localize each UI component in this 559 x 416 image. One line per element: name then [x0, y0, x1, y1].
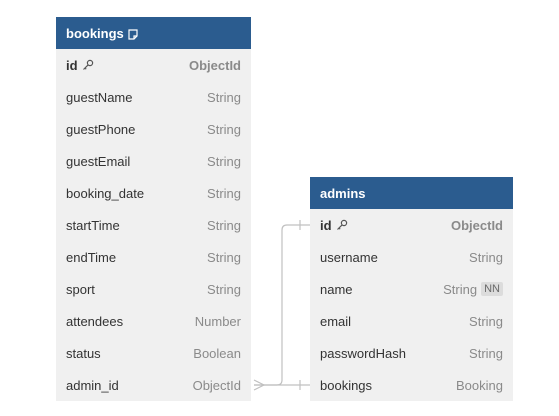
field-name: booking_date [66, 185, 145, 201]
field-name: email [320, 313, 352, 329]
field-type: String [207, 121, 241, 137]
field-type: String [207, 153, 241, 169]
admins-table-title: admins [320, 185, 366, 201]
field-type: Booking [456, 377, 503, 393]
field-type: ObjectId [188, 57, 241, 73]
admins-field-row-id[interactable]: id ObjectId [310, 209, 513, 241]
field-type: String [207, 217, 241, 233]
admins-field-row-passwordHash[interactable]: passwordHash String [310, 337, 513, 369]
relation-line-admin-id[interactable] [254, 224, 310, 386]
bookings-table-title: bookings [66, 25, 124, 41]
field-type: String [469, 249, 503, 265]
field-type: ObjectId [450, 217, 503, 233]
field-type: String [469, 345, 503, 361]
bookings-field-row-guestPhone[interactable]: guestPhone String [56, 113, 251, 145]
key-icon [336, 219, 348, 231]
field-name: name [320, 281, 353, 297]
bookings-field-row-endTime[interactable]: endTime String [56, 241, 251, 273]
bookings-field-row-sport[interactable]: sport String [56, 273, 251, 305]
bookings-field-row-status[interactable]: status Boolean [56, 337, 251, 369]
key-icon [82, 59, 94, 71]
field-name: status [66, 345, 101, 361]
bookings-field-row-guestName[interactable]: guestName String [56, 81, 251, 113]
admins-field-row-email[interactable]: email String [310, 305, 513, 337]
field-name: passwordHash [320, 345, 406, 361]
field-type: String [207, 249, 241, 265]
field-type: String [469, 313, 503, 329]
field-name: guestPhone [66, 121, 136, 137]
not-null-badge: NN [481, 282, 503, 296]
bookings-table[interactable]: bookings id ObjectId guestName String gu… [56, 17, 251, 401]
field-name: endTime [66, 249, 117, 265]
field-name: sport [66, 281, 95, 297]
field-type: String [207, 281, 241, 297]
admins-field-row-name[interactable]: name String NN [310, 273, 513, 305]
field-name: guestName [66, 89, 133, 105]
admins-field-row-username[interactable]: username String [310, 241, 513, 273]
field-name: bookings [320, 377, 373, 393]
admins-table-header[interactable]: admins [310, 177, 513, 209]
bookings-field-row-guestEmail[interactable]: guestEmail String [56, 145, 251, 177]
field-type: String [207, 89, 241, 105]
admins-field-row-bookings[interactable]: bookings Booking [310, 369, 513, 401]
bookings-field-row-id[interactable]: id ObjectId [56, 49, 251, 81]
field-type: String [443, 281, 478, 297]
field-name: startTime [66, 217, 120, 233]
field-name: id [320, 217, 332, 233]
field-name: guestEmail [66, 153, 131, 169]
bookings-field-row-attendees[interactable]: attendees Number [56, 305, 251, 337]
bookings-table-header[interactable]: bookings [56, 17, 251, 49]
field-name: id [66, 57, 78, 73]
note-icon[interactable] [128, 28, 138, 40]
field-type: String [207, 185, 241, 201]
field-type: Boolean [193, 345, 241, 361]
field-name: attendees [66, 313, 124, 329]
crows-foot-marker [253, 379, 266, 391]
admins-table[interactable]: admins id ObjectId username String name … [310, 177, 513, 401]
field-name: username [320, 249, 378, 265]
field-type: ObjectId [192, 377, 241, 393]
field-type: Number [194, 313, 241, 329]
field-name: admin_id [66, 377, 119, 393]
bookings-field-row-startTime[interactable]: startTime String [56, 209, 251, 241]
bookings-field-row-admin_id[interactable]: admin_id ObjectId [56, 369, 251, 401]
bookings-field-row-booking_date[interactable]: booking_date String [56, 177, 251, 209]
